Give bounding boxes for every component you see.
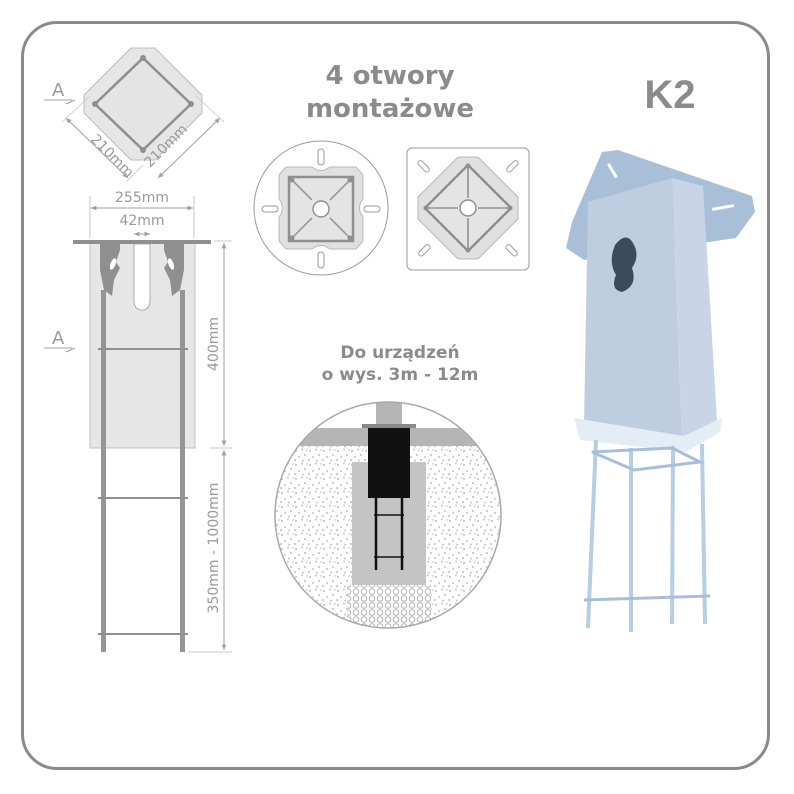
section-label-side: A	[52, 328, 65, 349]
height-range-heading: Do urządzeń o wys. 3m - 12m	[295, 342, 505, 386]
installation-cross-section	[274, 401, 502, 629]
dim-rebar-length: 350mm - 1000mm	[206, 483, 222, 614]
section-label-top: A	[52, 80, 65, 101]
dim-body-height: 400mm	[206, 317, 222, 371]
square-mounting-plate	[406, 147, 530, 271]
dim-slot-width: 42mm	[119, 213, 164, 229]
dim-plate-width: 255mm	[115, 190, 169, 206]
range-line-1: Do urządzeń	[340, 343, 460, 363]
mounting-holes-heading: 4 otwory montażowe	[290, 60, 490, 126]
card-frame	[21, 21, 770, 770]
octagonal-foundation-top-view: 210mm 210mm A	[44, 47, 225, 183]
heading-line-1: 4 otwory	[325, 61, 455, 91]
foundation-side-section: 255mm 42mm A 400mm 350mm - 1000mm	[44, 190, 232, 653]
model-label: K2	[644, 73, 696, 117]
round-mounting-plate	[253, 140, 389, 276]
concrete-foundation-photo	[566, 150, 755, 632]
range-line-2: o wys. 3m - 12m	[321, 365, 479, 385]
heading-line-2: montażowe	[305, 94, 475, 124]
